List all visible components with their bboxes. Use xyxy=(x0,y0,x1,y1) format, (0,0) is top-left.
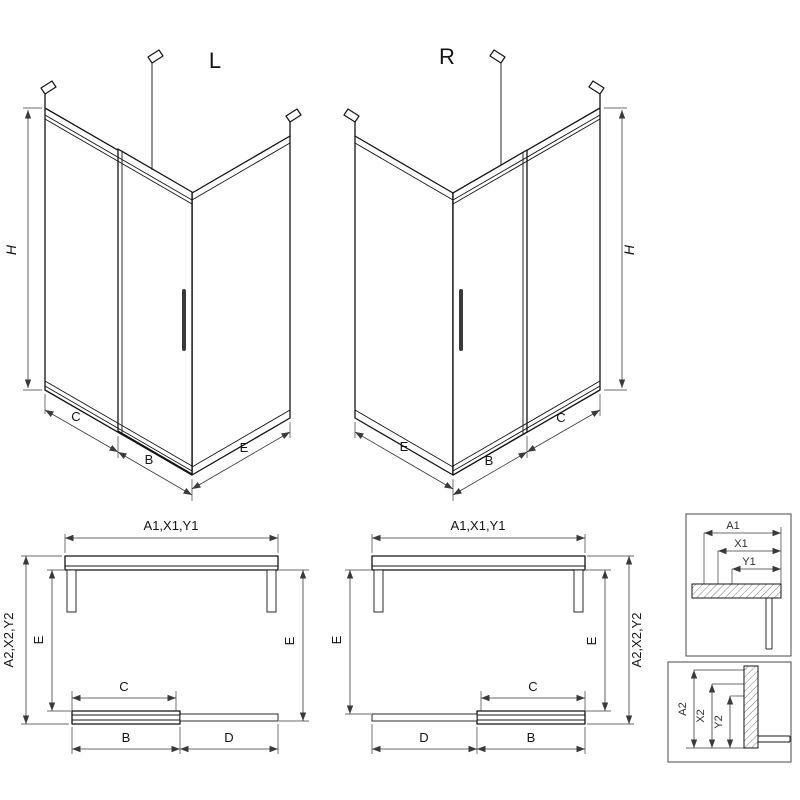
plan-right-dim-c-label: C xyxy=(528,679,537,694)
detail-bottom-dim-x2-label: X2 xyxy=(695,709,707,722)
iso-left-dim-b-label: B xyxy=(145,452,154,467)
iso-left-height-dimension: H xyxy=(3,107,42,391)
plan-right-wall-profile-left xyxy=(373,569,384,613)
plan-left-outer-left-dimension: A2,X2,Y2 xyxy=(1,555,69,725)
detail-top-wall-profile-section xyxy=(691,583,782,599)
plan-left-dim-left-inner-label: E xyxy=(31,635,46,644)
plan-left-wall-profile-right xyxy=(266,569,277,613)
iso-right-dim-h-label: H xyxy=(621,244,637,255)
iso-left-door-handle xyxy=(182,289,186,351)
detail-top-glass-section xyxy=(765,598,773,650)
plan-left-top-profile xyxy=(64,555,279,571)
iso-right-view: R H xyxy=(343,44,637,501)
iso-right-ceiling-support xyxy=(489,49,506,165)
iso-right-door-handle xyxy=(459,289,463,351)
plan-left-top-dimension: A1,X1,Y1 xyxy=(64,518,279,553)
iso-right-wall-bracket-right xyxy=(588,80,605,108)
plan-left-dim-b-label: B xyxy=(122,730,131,745)
iso-right-dim-e-label: E xyxy=(400,439,409,454)
plan-right-fixed-panel xyxy=(371,713,478,722)
plan-left-dim-top-label: A1,X1,Y1 xyxy=(144,518,199,533)
detail-bottom-dim-y2-label: Y2 xyxy=(713,715,725,728)
plan-right-outer-right-dimension: A2,X2,Y2 xyxy=(587,555,644,725)
detail-top-dim-x1-label: X1 xyxy=(734,538,747,550)
plan-left-dim-left-outer-label: A2,X2,Y2 xyxy=(1,613,16,668)
plan-left-right-dimension: E xyxy=(279,569,309,722)
plan-left-dim-c-label: C xyxy=(119,679,128,694)
plan-right-dim-right-outer-label: A2,X2,Y2 xyxy=(629,613,644,668)
iso-right-dim-b-label: B xyxy=(485,453,494,468)
plan-left-bottom-dimensions: B D xyxy=(71,724,279,754)
detail-top-view: A1 X1 Y1 xyxy=(685,513,792,657)
plan-left-wall-profile-left xyxy=(66,569,77,613)
iso-left-side-panel xyxy=(191,135,291,476)
detail-top-dim-y1-label: Y1 xyxy=(742,556,755,568)
iso-right-side-panel xyxy=(354,135,454,476)
detail-bottom-view: A2 X2 Y2 xyxy=(667,661,792,763)
plan-left-inner-left-dimension: E xyxy=(31,569,71,712)
plan-left-opening-dimension: C xyxy=(71,679,177,711)
detail-bottom-dim-a2-label: A2 xyxy=(677,702,689,715)
iso-left-top-track xyxy=(44,114,291,205)
iso-right-dim-c-label: C xyxy=(556,410,565,425)
plan-right-left-dimension: E xyxy=(329,569,371,715)
plan-left-fixed-panel xyxy=(179,713,279,722)
plan-right-dim-right-inner-label: E xyxy=(584,636,599,645)
iso-left-wall-bracket-right xyxy=(285,108,302,137)
iso-left-view: L H xyxy=(3,48,302,501)
iso-left-wall-bracket-left xyxy=(40,80,57,108)
iso-right-wall-bracket-left xyxy=(343,108,360,137)
iso-right-variant-label: R xyxy=(439,44,455,69)
iso-left-ceiling-support xyxy=(147,49,164,170)
plan-left-door-panel xyxy=(71,710,181,725)
plan-right-wall-profile-right xyxy=(573,569,584,613)
plan-right-view: A1,X1,Y1 E E A2,X2,Y2 C xyxy=(329,518,644,754)
plan-right-inner-right-dimension: E xyxy=(584,569,611,712)
detail-bottom-wall-profile-section xyxy=(743,665,759,749)
plan-left-view: A1,X1,Y1 A2,X2,Y2 E E C xyxy=(1,518,309,754)
plan-left-dim-d-label: D xyxy=(224,730,233,745)
iso-left-dim-c-label: C xyxy=(71,409,80,424)
iso-left-dim-h-label: H xyxy=(3,244,19,255)
iso-right-height-dimension: H xyxy=(604,107,637,391)
iso-right-bottom-dimensions: E B C xyxy=(354,394,601,501)
detail-bottom-glass-section xyxy=(758,735,791,743)
iso-left-bottom-dimensions: C B E xyxy=(44,394,291,501)
plan-right-top-profile xyxy=(371,555,586,571)
iso-left-variant-label: L xyxy=(209,48,221,73)
plan-right-dim-d-label: D xyxy=(419,730,428,745)
iso-right-top-track xyxy=(354,114,601,205)
plan-right-bottom-dimensions: D B xyxy=(371,724,586,754)
plan-right-dim-b-label: B xyxy=(527,730,536,745)
plan-right-top-dimension: A1,X1,Y1 xyxy=(371,518,586,553)
plan-left-dim-right-label: E xyxy=(282,636,297,645)
plan-right-dim-top-label: A1,X1,Y1 xyxy=(451,518,506,533)
plan-right-opening-dimension: C xyxy=(480,679,586,711)
plan-right-dim-left-label: E xyxy=(329,635,344,644)
plan-right-door-panel xyxy=(476,710,586,725)
iso-left-dim-e-label: E xyxy=(240,440,249,455)
iso-right-sliding-door xyxy=(452,149,528,476)
detail-top-dim-a1-label: A1 xyxy=(726,520,739,532)
